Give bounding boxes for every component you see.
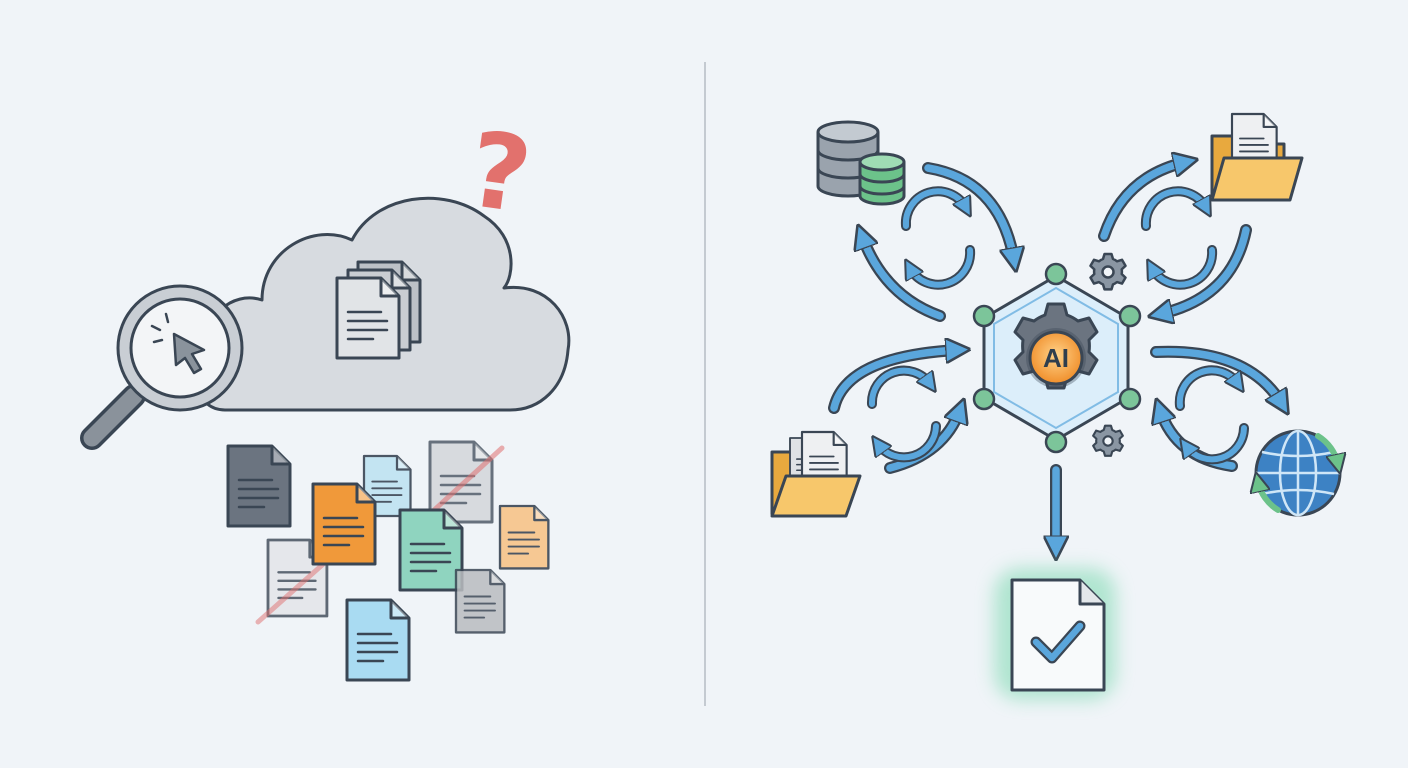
flow-arrow [886, 410, 960, 472]
flow-arrow [1100, 162, 1186, 240]
flow-arrow [862, 236, 944, 320]
flow-arrow [830, 350, 958, 412]
hub-node [1044, 430, 1068, 454]
document-stack-icon [335, 260, 422, 360]
document-icon [311, 482, 377, 566]
hub-node [1118, 387, 1142, 411]
ai-label: AI [1043, 343, 1069, 373]
sync-icon [1174, 365, 1249, 465]
left-panel: ? [80, 108, 571, 682]
cross-line [255, 555, 333, 625]
document-icon [498, 504, 550, 570]
folder-icon [1210, 112, 1304, 202]
hub-node [972, 304, 996, 328]
cursor-icon [172, 332, 206, 375]
gear-icon [1089, 252, 1127, 291]
flow-arrow [1160, 226, 1250, 314]
flow-arrow [1152, 347, 1282, 404]
cross-line [429, 445, 505, 515]
right-panel: AI [770, 112, 1340, 700]
gear-icon [1092, 424, 1124, 457]
flow-arrows [828, 162, 1282, 548]
hub-node [972, 387, 996, 411]
question-mark: ? [461, 108, 538, 237]
sync-icon [900, 186, 976, 290]
verified-document-icon [994, 568, 1116, 700]
ai-gear-hub-icon: AI [972, 262, 1142, 454]
folder-icon [770, 430, 862, 518]
cycle-icons [866, 186, 1249, 465]
database-icon [816, 120, 906, 206]
document-icon [226, 444, 292, 528]
flow-arrow [924, 164, 1014, 260]
document-icon [398, 508, 464, 592]
scattered-documents [226, 440, 550, 682]
hub-nodes [972, 262, 1142, 454]
hub-node [1044, 262, 1068, 286]
document-icon [454, 568, 506, 634]
hub-node [1118, 304, 1142, 328]
document-icon [345, 598, 411, 682]
magnifier-cursor-icon [80, 284, 244, 450]
globe-icon [1256, 429, 1340, 517]
sync-icon [866, 365, 941, 463]
sync-icon [1140, 186, 1218, 290]
